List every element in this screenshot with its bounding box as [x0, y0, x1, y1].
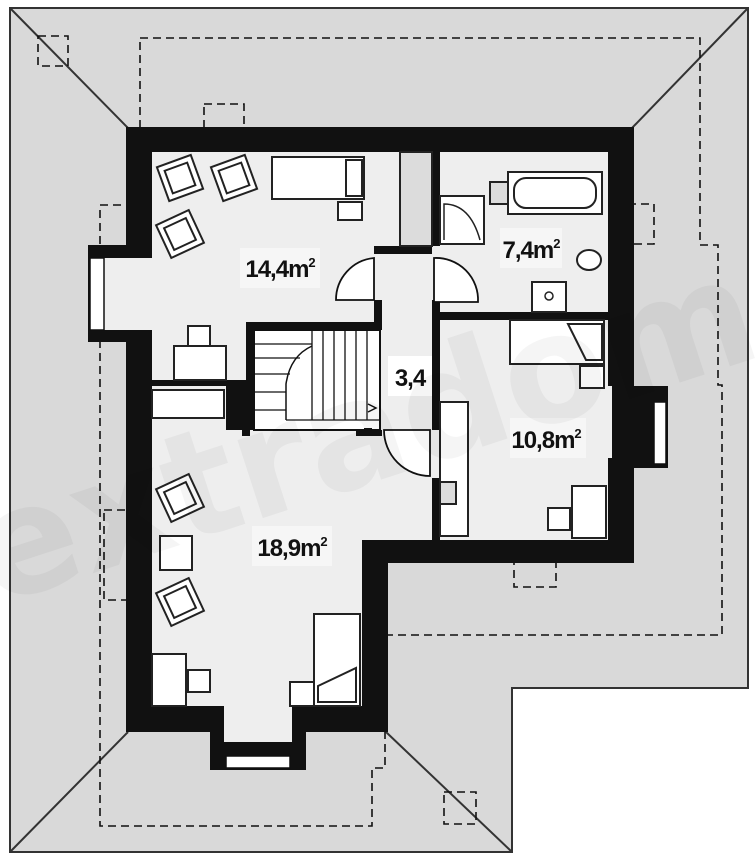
room-area-exponent: 2: [308, 255, 315, 270]
wardrobe: [399, 151, 433, 247]
window: [225, 755, 291, 769]
room-label-bath: 7,4m2: [503, 236, 561, 264]
armchair: [154, 576, 206, 628]
nightstand: [337, 201, 363, 221]
toilet: [576, 249, 602, 271]
room-area-value: 7,4: [503, 237, 535, 264]
wardrobe: [439, 401, 469, 537]
room-labels: 14,4m2 7,4m2 3,4 10,8m2 18,9m2: [240, 228, 586, 566]
chair: [187, 669, 211, 693]
room-area-exponent: 2: [320, 534, 327, 549]
room-area-unit: m: [554, 427, 574, 454]
nightstand: [579, 365, 605, 389]
armchair: [154, 208, 206, 260]
room-area-value: 18,9: [257, 535, 300, 562]
room-label-box: [252, 526, 332, 566]
desk: [151, 653, 187, 707]
room-area-value: 3,4: [395, 365, 427, 392]
room-area-unit: m: [533, 237, 553, 264]
staircase: [242, 329, 381, 436]
room-area-value: 10,8: [511, 427, 554, 454]
chair: [187, 325, 211, 347]
door-swing: [383, 429, 431, 477]
nightstand: [289, 681, 315, 707]
furniture-nw-room: [151, 151, 433, 419]
side-table: [159, 535, 193, 571]
room-label-nw: 14,4m2: [245, 255, 315, 283]
roof-hip-line: [9, 7, 129, 129]
room-area-value: 14,4: [245, 256, 289, 283]
desk: [173, 345, 227, 381]
shower: [439, 195, 485, 245]
room-label-box: [240, 248, 320, 288]
door-swing: [433, 257, 479, 303]
furniture-bathroom: [439, 171, 603, 313]
window: [89, 257, 105, 331]
roof-hip-line: [9, 731, 129, 853]
room-label-hall: 3,4: [395, 365, 427, 392]
shelf: [151, 389, 225, 419]
armchair: [154, 472, 206, 524]
window: [653, 401, 667, 465]
furniture-east-room: [439, 319, 607, 539]
room-label-box: [500, 228, 562, 268]
armchair: [155, 153, 205, 203]
door-swing: [335, 257, 375, 301]
room-area-unit: m: [300, 535, 320, 562]
furniture-south-room: [151, 472, 361, 707]
room-label-east: 10,8m2: [511, 426, 581, 454]
room-label-south: 18,9m2: [257, 534, 327, 562]
room-label-box: [510, 418, 586, 458]
room-area-exponent: 2: [574, 426, 581, 441]
roof-hip-line: [631, 7, 749, 129]
room-label-box: [388, 356, 432, 396]
doors: [335, 257, 479, 477]
chair: [547, 507, 571, 531]
armchair: [209, 153, 259, 203]
floor-area: [104, 152, 612, 742]
desk: [571, 485, 607, 539]
room-area-exponent: 2: [553, 236, 560, 251]
room-area-unit: m: [288, 256, 308, 283]
